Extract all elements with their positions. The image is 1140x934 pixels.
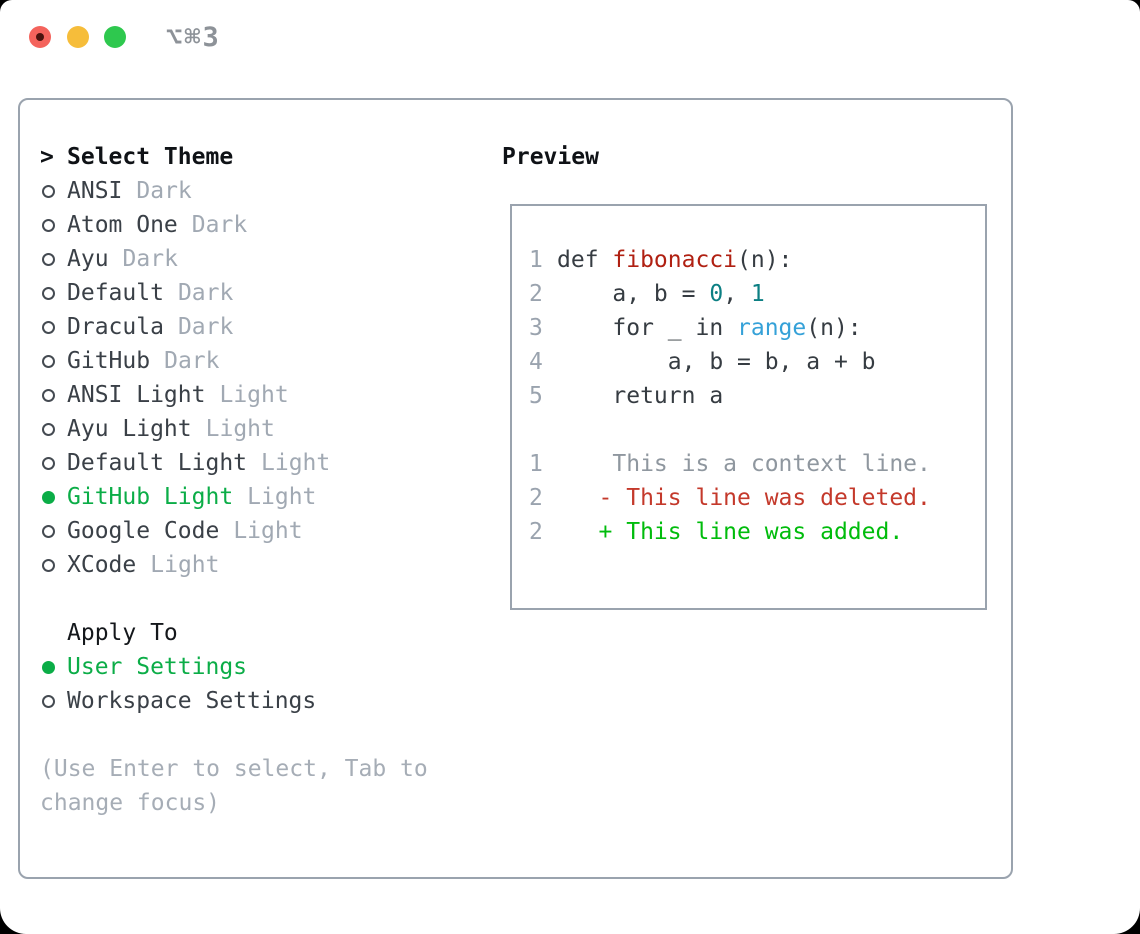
theme-item-atom-one-dark[interactable]: Atom One Dark (40, 208, 428, 242)
code-line: 3 for _ in range(n): (529, 315, 862, 341)
code-line: 5 return a (529, 383, 724, 409)
radio-selected-icon (42, 660, 55, 674)
number-literal: 0 (709, 281, 724, 307)
line-number: 5 (529, 383, 543, 409)
radio-icon (42, 286, 55, 300)
radio-icon (42, 456, 55, 470)
theme-item-github-light[interactable]: GitHub Light Light (40, 480, 428, 514)
variant-badge: Light (261, 450, 331, 476)
prompt-chevron-icon: > (40, 144, 54, 170)
line-number: 2 (529, 519, 543, 545)
theme-item-ansi-dark[interactable]: ANSI Dark (40, 174, 428, 208)
theme-item-dracula-dark[interactable]: Dracula Dark (40, 310, 428, 344)
theme-item-ayu-dark[interactable]: Ayu Dark (40, 242, 428, 276)
zoom-button[interactable] (104, 26, 126, 48)
code-line-blank (529, 413, 985, 447)
number-literal: 1 (750, 281, 765, 307)
window-title: ⌥⌘3 (166, 22, 221, 53)
variant-badge: Dark (177, 314, 234, 340)
theme-item-xcode-light[interactable]: XCode Light (40, 548, 428, 582)
variant-badge: Dark (177, 280, 234, 306)
line-number: 1 (529, 451, 543, 477)
main-panel: > Select Theme ANSI Dark Atom One Dark A… (18, 98, 1013, 879)
line-number: 2 (529, 281, 543, 307)
radio-icon (42, 524, 55, 538)
function-name: fibonacci (612, 247, 738, 273)
radio-selected-icon (42, 490, 55, 504)
radio-icon (42, 252, 55, 266)
line-number: 4 (529, 349, 543, 375)
diff-added-line: 2 + This line was added. (529, 519, 904, 545)
theme-list-title: Select Theme (67, 144, 234, 170)
theme-list: > Select Theme ANSI Dark Atom One Dark A… (40, 140, 428, 820)
keyboard-hint-line-1: (Use Enter to select, Tab to (40, 756, 428, 782)
theme-item-default-light[interactable]: Default Light Light (40, 446, 428, 480)
variant-badge: Dark (164, 348, 220, 374)
builtin-name: range (737, 315, 807, 341)
line-number: 3 (529, 315, 543, 341)
apply-option-user-settings[interactable]: User Settings (40, 650, 428, 684)
variant-badge: Dark (191, 212, 248, 238)
preview-title: Preview (502, 144, 599, 170)
minimize-button[interactable] (67, 26, 89, 48)
radio-icon (42, 218, 55, 232)
theme-item-google-code-light[interactable]: Google Code Light (40, 514, 428, 548)
line-number: 1 (529, 247, 543, 273)
apply-option-workspace-settings[interactable]: Workspace Settings (40, 684, 428, 718)
radio-icon (42, 354, 55, 368)
variant-badge: Dark (136, 178, 192, 204)
close-button[interactable] (29, 26, 51, 48)
radio-icon (42, 388, 55, 402)
theme-item-github-dark[interactable]: GitHub Dark (40, 344, 428, 378)
diff-deleted-line: 2 - This line was deleted. (529, 485, 931, 511)
variant-badge: Light (150, 552, 220, 578)
radio-icon (42, 422, 55, 436)
keyboard-hint-line-2: change focus) (40, 790, 221, 816)
code-line: 2 a, b = 0, 1 (529, 281, 765, 307)
line-number: 2 (529, 485, 543, 511)
variant-badge: Light (233, 518, 303, 544)
variant-badge: Light (219, 382, 289, 408)
titlebar: ⌥⌘3 (0, 0, 1140, 98)
variant-badge: Light (205, 416, 275, 442)
variant-badge: Dark (122, 246, 178, 272)
apply-to-title: Apply To (67, 620, 178, 646)
theme-item-ansi-light[interactable]: ANSI Light Light (40, 378, 428, 412)
theme-item-ayu-light[interactable]: Ayu Light Light (40, 412, 428, 446)
apply-to-header: Apply To (40, 616, 428, 650)
radio-icon (42, 558, 55, 572)
radio-icon (42, 320, 55, 334)
code-line: 1 def fibonacci(n): (529, 247, 793, 273)
diff-context-line: 1 This is a context line. (529, 451, 931, 477)
preview-pane: 1 def fibonacci(n): 2 a, b = 0, 1 3 for … (510, 204, 987, 610)
code-line: 4 a, b = b, a + b (529, 349, 876, 375)
theme-item-default-dark[interactable]: Default Dark (40, 276, 428, 310)
radio-icon (42, 184, 55, 198)
variant-badge: Light (247, 484, 317, 510)
radio-icon (42, 694, 55, 708)
theme-list-header: > Select Theme (40, 140, 428, 174)
